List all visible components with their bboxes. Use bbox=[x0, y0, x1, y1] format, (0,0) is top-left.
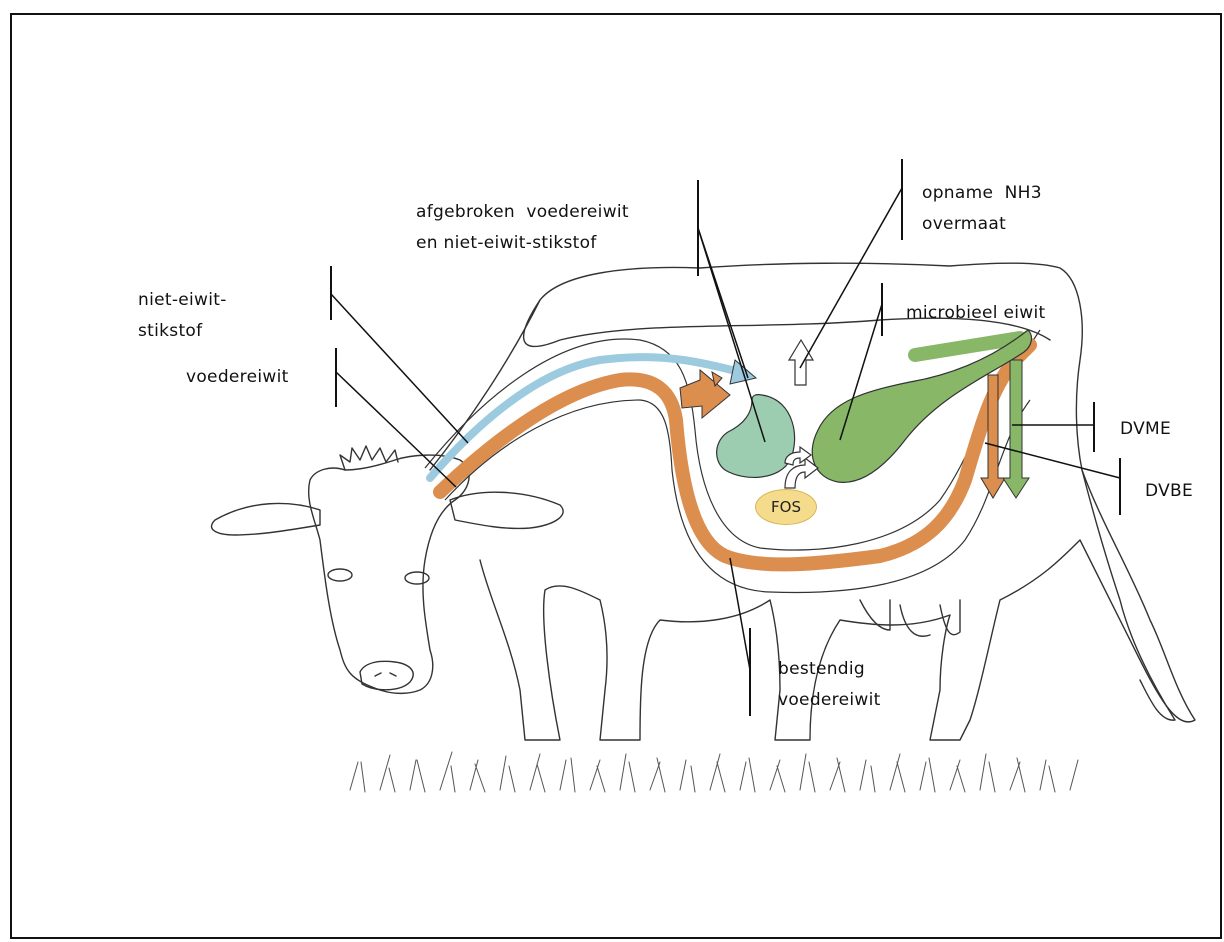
label-opname-2: overmaat bbox=[922, 209, 1006, 240]
label-dvme: DVME bbox=[1120, 414, 1171, 445]
label-afgebroken-1: afgebroken voedereiwit bbox=[416, 197, 629, 228]
label-afgebroken-2: en niet-eiwit-stikstof bbox=[416, 228, 597, 259]
label-microbieel-eiwit: microbieel eiwit bbox=[906, 298, 1045, 329]
label-bestendig-2: voedereiwit bbox=[778, 685, 881, 716]
cow-udder bbox=[860, 600, 960, 636]
label-niet-eiwit-stikstof-1: niet-eiwit- bbox=[138, 285, 227, 316]
leader-opname bbox=[800, 188, 902, 368]
label-niet-eiwit-stikstof-2: stikstof bbox=[138, 316, 202, 347]
leader-niet-eiwit-stikstof bbox=[331, 294, 468, 443]
label-dvbe: DVBE bbox=[1145, 476, 1193, 507]
label-voedereiwit: voedereiwit bbox=[186, 362, 289, 393]
grass-strokes bbox=[350, 752, 1078, 792]
cow-tail bbox=[1082, 470, 1175, 720]
voedereiwit-rumen-arrow bbox=[680, 370, 730, 418]
cow-hair-tuft bbox=[340, 446, 398, 470]
leader-dvbe bbox=[985, 443, 1120, 478]
nh3-up-arrow bbox=[789, 340, 813, 385]
cow-right-ear bbox=[450, 492, 563, 528]
fos-label: FOS bbox=[771, 498, 801, 516]
label-bestendig-1: bestendig bbox=[778, 654, 865, 685]
cow-right-eye bbox=[405, 572, 429, 584]
fos-badge: FOS bbox=[755, 489, 817, 525]
cow-left-eye bbox=[328, 569, 352, 581]
cow-left-ear bbox=[212, 503, 320, 535]
leader-bestendig bbox=[730, 558, 750, 670]
pens-compartment bbox=[717, 395, 795, 478]
label-opname-1: opname NH3 bbox=[922, 178, 1042, 209]
